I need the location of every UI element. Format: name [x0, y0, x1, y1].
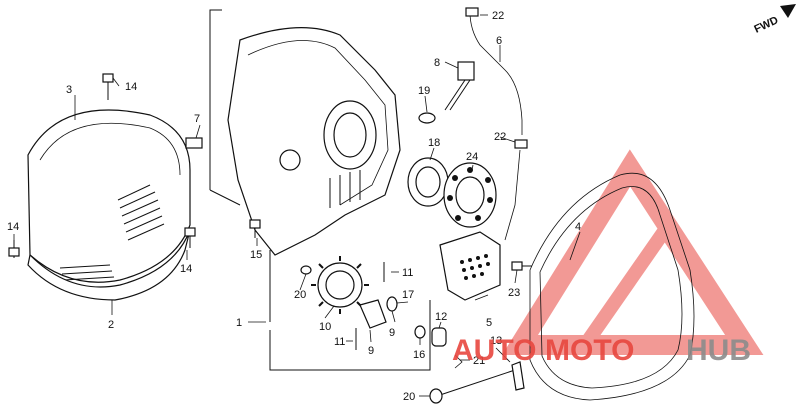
bolt-23	[511, 261, 532, 271]
callout-20b: 20	[403, 391, 415, 403]
watermark-logo	[502, 149, 764, 355]
callout-16: 16	[413, 349, 425, 361]
callout-4: 4	[575, 221, 581, 233]
bearing-24	[443, 162, 497, 228]
fwd-label: FWD	[752, 14, 780, 35]
callout-15: 15	[250, 249, 262, 261]
callout-14a: 14	[125, 81, 137, 93]
callout-21: 21	[473, 355, 485, 367]
watermark-part-a: AUTO	[452, 334, 536, 367]
callout-9b: 9	[368, 345, 374, 357]
callout-2: 2	[108, 319, 114, 331]
shaft-13	[439, 361, 525, 396]
callout-14b: 14	[7, 221, 19, 233]
washer-20-small	[300, 265, 312, 275]
callout-14c: 14	[180, 263, 192, 275]
callout-24: 24	[466, 151, 478, 163]
assembly-bracket-1	[209, 9, 431, 371]
forward-arrow-icon: FWD	[752, 4, 796, 36]
watermark-part-b: MOTO	[545, 334, 634, 367]
dipstick-8	[444, 61, 475, 111]
clip-17	[386, 296, 398, 312]
clamp-22-mid	[514, 139, 528, 149]
breather-tube-6	[469, 11, 523, 241]
o-ring-19	[418, 112, 436, 124]
shroud-cover	[27, 109, 191, 283]
callout-labels: 1 2 3 4 5 6 7 8 9 9 10 11 11 12 13 14 14…	[7, 10, 581, 403]
callout-12: 12	[435, 311, 447, 323]
dowel-12	[431, 327, 447, 347]
leader-lines	[13, 14, 581, 397]
callout-18: 18	[428, 137, 440, 149]
callout-20a: 20	[294, 289, 306, 301]
callout-22b: 22	[494, 131, 506, 143]
callout-10: 10	[319, 321, 331, 333]
washer-20-lower	[429, 388, 443, 404]
callout-11a: 11	[402, 267, 413, 279]
callout-1: 1	[236, 317, 242, 329]
gasket-4	[529, 172, 695, 401]
lower-shroud	[27, 229, 191, 301]
bolt-14-top	[102, 73, 114, 100]
bolt-14-left	[8, 240, 20, 258]
bearing-18	[407, 157, 449, 207]
callout-17: 17	[402, 289, 414, 301]
crankcase-cover	[227, 27, 401, 256]
callout-19: 19	[418, 85, 430, 97]
bolt-15	[249, 219, 261, 238]
callout-23: 23	[508, 287, 520, 299]
oil-strainer-5	[439, 231, 501, 301]
callout-5: 5	[486, 317, 492, 329]
callout-3: 3	[66, 84, 72, 96]
callout-13: 13	[490, 335, 502, 347]
callout-6: 6	[496, 35, 502, 47]
pin-21	[454, 354, 463, 369]
callout-9a: 9	[389, 327, 395, 339]
clamp-22-top	[465, 7, 479, 17]
callout-7: 7	[194, 113, 200, 125]
callout-11b: 11	[334, 336, 345, 348]
callout-8: 8	[434, 57, 440, 69]
governor-arm-9	[359, 299, 387, 329]
clip-7	[185, 137, 203, 149]
watermark-part-c: HUB	[686, 334, 751, 367]
washer-16	[414, 325, 426, 339]
governor-gear-10	[311, 256, 369, 314]
callout-22a: 22	[492, 10, 504, 22]
bolt-14-right	[184, 227, 196, 248]
watermark-text: AUTO MOTO HUB	[452, 334, 751, 367]
